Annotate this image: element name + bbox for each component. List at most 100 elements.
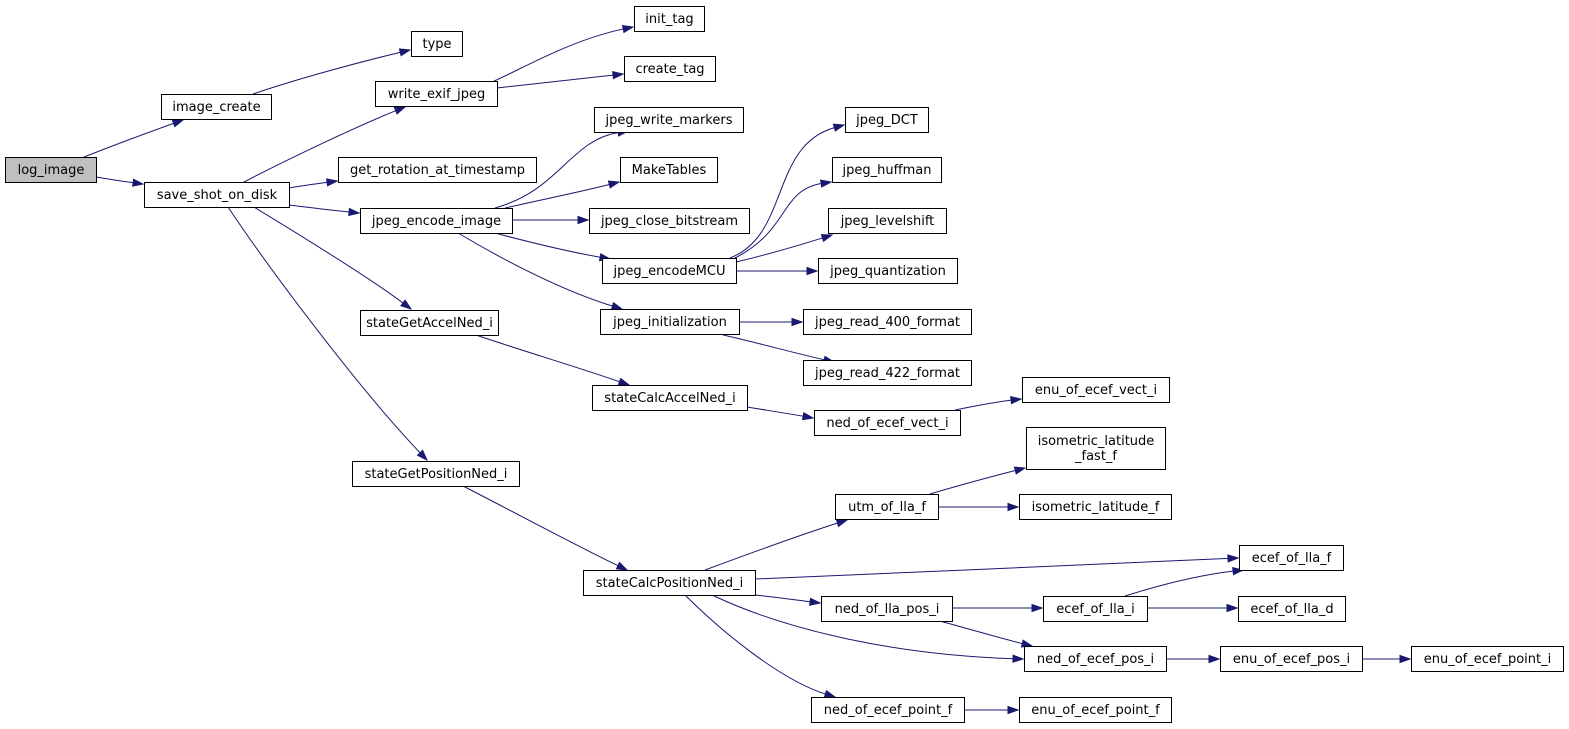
node-label: jpeg_write_markers — [605, 113, 733, 128]
node-jpeg_read_422_format[interactable]: jpeg_read_422_format — [803, 360, 972, 386]
node-stateCalcPositionNed_i[interactable]: stateCalcPositionNed_i — [583, 570, 756, 596]
node-type[interactable]: type — [411, 31, 463, 57]
edge-line — [754, 594, 812, 603]
arrowhead-icon — [1227, 554, 1240, 563]
node-ned_of_ecef_vect_i[interactable]: ned_of_ecef_vect_i — [814, 410, 961, 436]
node-box — [589, 208, 750, 234]
node-isometric_latitude_fast_f[interactable]: isometric_latitude_fast_f — [1026, 427, 1166, 470]
node-enu_of_ecef_vect_i[interactable]: enu_of_ecef_vect_i — [1022, 377, 1170, 403]
node-jpeg_read_400_format[interactable]: jpeg_read_400_format — [803, 309, 972, 335]
node-label: stateCalcAccelNed_i — [604, 391, 735, 406]
edge-jpeg_encode_image-to-jpeg_close_bitstream — [512, 215, 590, 225]
edge-save_shot_on_disk-to-stateGetAccelNed_i — [253, 206, 413, 310]
edge-stateCalcPositionNed_i-to-ned_of_ecef_pos_i — [711, 594, 1025, 663]
node-ned_of_ecef_point_f[interactable]: ned_of_ecef_point_f — [811, 697, 965, 723]
edge-line — [496, 74, 615, 89]
arrowhead-icon — [610, 301, 624, 310]
node-label: ned_of_ecef_vect_i — [826, 416, 948, 431]
node-jpeg_initialization[interactable]: jpeg_initialization — [600, 309, 740, 335]
node-utm_of_lla_f[interactable]: utm_of_lla_f — [835, 494, 939, 520]
node-box — [600, 309, 740, 335]
node-stateGetAccelNed_i[interactable]: stateGetAccelNed_i — [360, 310, 499, 336]
edge-jpeg_encodeMCU-to-jpeg_DCT — [729, 123, 846, 259]
node-jpeg_encodeMCU[interactable]: jpeg_encodeMCU — [602, 258, 737, 284]
node-log_image[interactable]: log_image — [5, 157, 97, 183]
edge-ecef_of_lla_i-to-ecef_of_lla_f — [1124, 567, 1245, 597]
edge-line — [929, 469, 1017, 495]
node-jpeg_huffman[interactable]: jpeg_huffman — [832, 157, 942, 183]
arrowhead-icon — [1031, 603, 1044, 613]
node-image_create[interactable]: image_create — [161, 94, 272, 120]
edge-line — [252, 51, 402, 95]
node-enu_of_ecef_point_f[interactable]: enu_of_ecef_point_f — [1019, 697, 1172, 723]
node-label: save_shot_on_disk — [157, 188, 278, 203]
node-jpeg_DCT[interactable]: jpeg_DCT — [845, 107, 929, 133]
node-jpeg_encode_image[interactable]: jpeg_encode_image — [360, 208, 513, 234]
edge-save_shot_on_disk-to-get_rotation_at_timestamp — [288, 178, 339, 189]
node-box — [811, 697, 965, 723]
edge-line — [954, 399, 1013, 411]
node-label: ned_of_lla_pos_i — [835, 602, 940, 617]
node-box — [818, 258, 958, 284]
edge-ned_of_ecef_pos_i-to-enu_of_ecef_pos_i — [1165, 654, 1221, 664]
node-label: jpeg_initialization — [612, 315, 727, 330]
arrowhead-icon — [612, 71, 625, 80]
node-label: jpeg_read_400_format — [814, 315, 960, 330]
node-enu_of_ecef_pos_i[interactable]: enu_of_ecef_pos_i — [1220, 646, 1363, 672]
node-box — [338, 157, 537, 183]
node-get_rotation_at_timestamp[interactable]: get_rotation_at_timestamp — [338, 157, 537, 183]
node-save_shot_on_disk[interactable]: save_shot_on_disk — [144, 182, 290, 208]
edge-line — [734, 182, 823, 259]
node-box — [624, 56, 716, 82]
node-box — [411, 31, 463, 57]
node-init_tag[interactable]: init_tag — [634, 6, 705, 32]
node-label: isometric_latitude — [1038, 434, 1155, 449]
node-box — [1043, 596, 1148, 622]
node-ecef_of_lla_d[interactable]: ecef_of_lla_d — [1238, 596, 1346, 622]
edge-line — [243, 109, 397, 183]
node-label: isometric_latitude_f — [1032, 500, 1160, 515]
node-label: jpeg_quantization — [829, 264, 946, 279]
edge-jpeg_encodeMCU-to-jpeg_quantization — [735, 266, 819, 276]
node-label: jpeg_levelshift — [840, 214, 935, 229]
node-box — [1411, 646, 1564, 672]
arrowhead-icon — [1399, 654, 1412, 664]
node-write_exif_jpeg[interactable]: write_exif_jpeg — [375, 81, 498, 107]
edge-write_exif_jpeg-to-init_tag — [493, 25, 635, 82]
node-isometric_latitude_f[interactable]: isometric_latitude_f — [1019, 494, 1172, 520]
edge-save_shot_on_disk-to-stateGetPositionNed_i — [227, 206, 429, 462]
node-label: stateGetPositionNed_i — [365, 467, 508, 482]
node-stateCalcAccelNed_i[interactable]: stateCalcAccelNed_i — [592, 385, 748, 411]
arrowhead-icon — [1012, 654, 1025, 663]
node-label: create_tag — [635, 62, 704, 77]
node-jpeg_write_markers[interactable]: jpeg_write_markers — [594, 107, 744, 133]
edge-ned_of_lla_pos_i-to-ecef_of_lla_i — [951, 603, 1044, 613]
node-ned_of_lla_pos_i[interactable]: ned_of_lla_pos_i — [821, 596, 953, 622]
node-jpeg_close_bitstream[interactable]: jpeg_close_bitstream — [589, 208, 750, 234]
edge-line — [475, 334, 621, 383]
node-MakeTables[interactable]: MakeTables — [620, 157, 718, 183]
node-enu_of_ecef_point_i[interactable]: enu_of_ecef_point_i — [1411, 646, 1564, 672]
node-create_tag[interactable]: create_tag — [624, 56, 716, 82]
edge-line — [253, 206, 405, 304]
edge-line — [735, 237, 824, 263]
arrowhead-icon — [823, 689, 837, 698]
node-ned_of_ecef_pos_i[interactable]: ned_of_ecef_pos_i — [1024, 646, 1167, 672]
edge-save_shot_on_disk-to-write_exif_jpeg — [243, 106, 407, 183]
node-label: jpeg_encodeMCU — [612, 264, 725, 279]
node-label: stateGetAccelNed_i — [366, 316, 493, 331]
node-label: ned_of_ecef_point_f — [824, 703, 953, 718]
node-jpeg_quantization[interactable]: jpeg_quantization — [818, 258, 958, 284]
node-jpeg_levelshift[interactable]: jpeg_levelshift — [828, 208, 947, 234]
edge-line — [704, 522, 839, 571]
node-box — [803, 309, 972, 335]
node-box — [832, 157, 942, 183]
edge-enu_of_ecef_pos_i-to-enu_of_ecef_point_i — [1361, 654, 1412, 664]
edge-line — [227, 206, 422, 454]
edge-log_image-to-image_create — [83, 119, 185, 158]
node-ecef_of_lla_i[interactable]: ecef_of_lla_i — [1043, 596, 1148, 622]
call-graph-edges — [83, 25, 1412, 715]
node-ecef_of_lla_f[interactable]: ecef_of_lla_f — [1239, 545, 1344, 571]
node-stateGetPositionNed_i[interactable]: stateGetPositionNed_i — [352, 461, 520, 487]
